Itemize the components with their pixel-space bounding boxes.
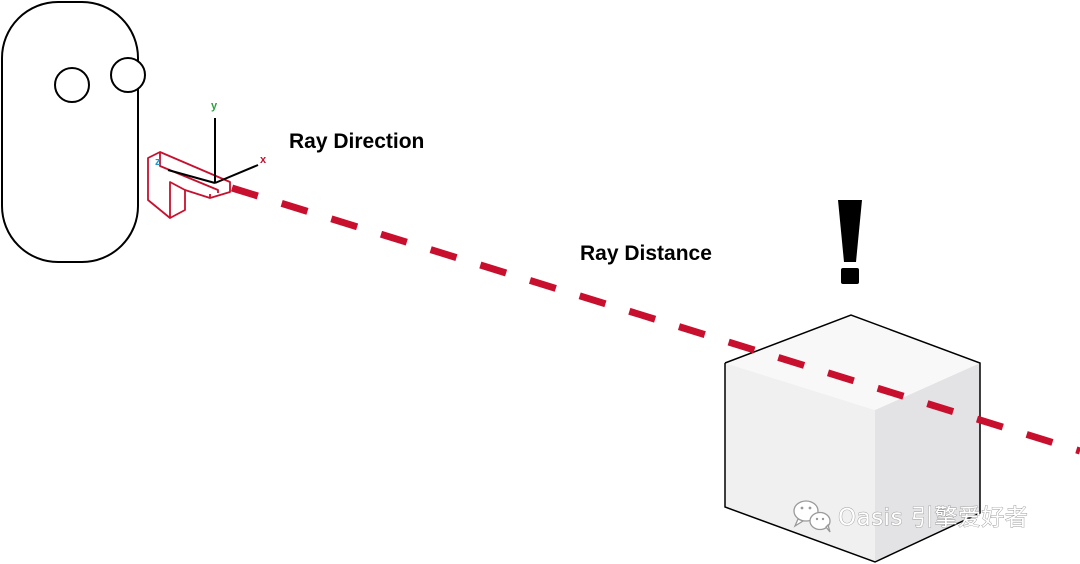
gun-inner-edge [159,152,219,193]
watermark: Oasis 引擎爱好者 [793,500,1028,533]
wechat-icon [793,500,831,533]
cube-outline [724,314,981,563]
axis-z-line [167,169,216,184]
ray-direction-label: Ray Direction [289,130,424,153]
ray-line [230,184,1080,455]
character [1,1,146,263]
gun-outline [147,151,231,219]
alert-bar [838,200,862,262]
character-eye-right [110,57,146,93]
axis-x-label: x [260,154,267,166]
ray-distance-label: Ray Distance [580,242,712,265]
cube-right-face [875,363,980,562]
cube [724,314,981,563]
axis-y-label: y [211,100,218,112]
watermark-text: Oasis 引擎爱好者 [838,505,1028,531]
cube-left-face [725,363,875,562]
alert-dot [841,268,859,284]
gun-grip-edge [169,181,186,218]
axis-x-line [214,164,259,184]
character-head [1,1,139,263]
character-eye-left [54,67,90,103]
alert-icon [838,200,862,284]
axis-z-label: z [155,156,161,168]
gun [147,151,231,219]
axes-gizmo [167,118,259,184]
